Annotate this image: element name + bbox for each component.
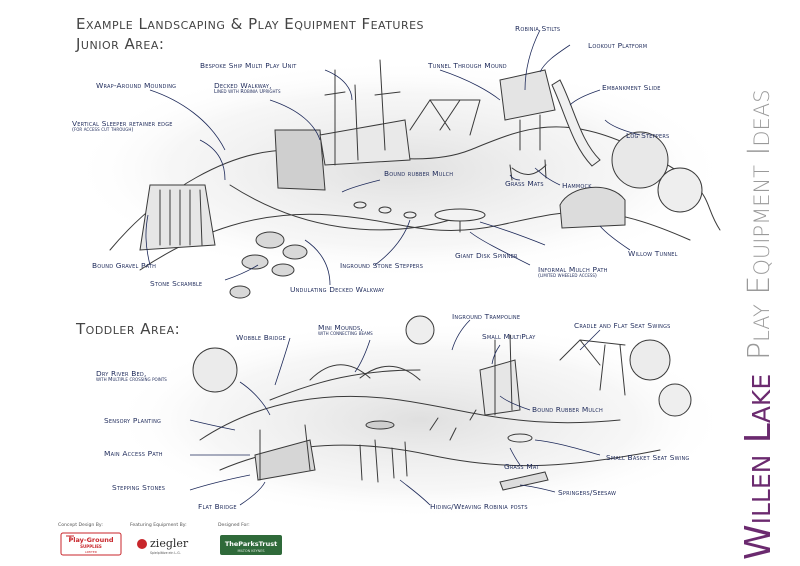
label-giant-disk-spinner: Giant Disk Spinner (455, 251, 518, 260)
label-stepping-stones: Stepping Stones (112, 483, 166, 492)
label-vertical-sleeper: Vertical Sleeper retainer edge (for acce… (72, 119, 173, 134)
label-small-basket-swing: Small Basket Seat Swing (606, 453, 690, 462)
label-hammock: Hammock (562, 181, 592, 190)
label-grass-mats: Grass Mats (505, 179, 544, 188)
label-grass-mat: Grass Mat (504, 462, 540, 471)
playground-logo-line3: LIMITED (85, 550, 98, 554)
playground-logo-line1: Play-Ground (68, 536, 113, 544)
label-inground-stone-steppers: Inground Stone Steppers (340, 261, 424, 270)
label-informal-mulch-path-note: (limited wheeled access) (538, 273, 597, 280)
parks-trust-logo: TheParksTrust MILTON KEYNES (220, 535, 282, 555)
ziegler-logo: ziegler Spielplätze ein L.G. (134, 534, 198, 556)
label-embankment-slide: Embankment Slide (602, 83, 661, 92)
label-mini-mounds-text: Mini Mounds, (318, 323, 363, 332)
parks-trust-logo-sub: MILTON KEYNES (238, 549, 265, 553)
playground-logo-line2: SUPPLIES (80, 544, 102, 549)
label-sensory-planting: Sensory Planting (104, 416, 162, 425)
label-small-multiplay: Small MultiPlay (482, 332, 536, 341)
label-vertical-sleeper-note: (for access cut through) (72, 127, 134, 134)
label-stone-scramble: Stone Scramble (150, 279, 203, 288)
label-bound-gravel-path: Bound Gravel Path (92, 261, 157, 270)
label-dry-river-bed: Dry River Bed, with Multiple crossing po… (96, 369, 167, 384)
label-willow-tunnel: Willow Tunnel (628, 249, 678, 258)
label-main-access-path: Main Access Path (104, 449, 163, 458)
ziegler-logo-sub: Spielplätze ein L.G. (150, 551, 181, 555)
playground-supplies-logo: Play-Ground SUPPLIES LIMITED (60, 532, 122, 556)
label-decked-walkway-note: Lined with Robinia Uprights (214, 89, 281, 96)
label-decked-walkway-text: Decked Walkway, (214, 81, 272, 90)
label-dry-river-bed-text: Dry River Bed, (96, 369, 147, 378)
parks-trust-logo-text: TheParksTrust (225, 540, 277, 548)
label-tunnel-through-mound: Tunnel Through Mound (428, 61, 507, 70)
label-flat-bridge: Flat Bridge (198, 502, 237, 511)
label-wrap-around-mounding: Wrap-Around Mounding (96, 81, 177, 90)
label-mini-mounds: Mini Mounds, with connecting beams (318, 323, 373, 338)
junior-area-heading: Junior Area: (76, 35, 165, 53)
label-robinia-stilts: Robinia Stilts (515, 24, 561, 33)
label-log-steppers: Log Steppers (626, 131, 670, 140)
label-springers-seesaw: Springers/Seesaw (558, 488, 617, 497)
label-informal-mulch-path: Informal Mulch Path (limited wheeled acc… (538, 265, 608, 280)
label-informal-mulch-path-text: Informal Mulch Path (538, 265, 608, 274)
ziegler-logo-text: ziegler (150, 537, 189, 550)
label-bespoke-ship: Bespoke Ship Multi Play Unit (200, 61, 297, 70)
label-lookout-platform: Lookout Platform (588, 41, 648, 50)
label-decked-walkway: Decked Walkway, Lined with Robinia Uprig… (214, 81, 281, 96)
label-wobble-bridge: Wobble Bridge (236, 333, 286, 342)
label-vertical-sleeper-text: Vertical Sleeper retainer edge (72, 119, 173, 128)
toddler-area-heading: Toddler Area: (76, 320, 181, 338)
label-undulating-decked-walkway: Undulating Decked Walkway (290, 285, 385, 294)
footer-designed-for: Designed For: (218, 523, 250, 528)
label-bound-rubber-mulch-junior: Bound rubber Mulch (384, 169, 454, 178)
ziegler-logo-graphic: ziegler Spielplätze ein L.G. (137, 537, 189, 555)
side-location-title: Willen Lake (738, 373, 779, 560)
playground-logo-graphic: Play-Ground SUPPLIES LIMITED (60, 532, 122, 556)
label-mini-mounds-note: with connecting beams (318, 331, 373, 338)
footer-concept-design-by: Concept Design By: (58, 523, 103, 528)
label-dry-river-bed-note: with Multiple crossing points (96, 377, 167, 384)
label-cradle-swings: Cradle and Flat Seat Swings (574, 321, 671, 330)
label-inground-trampoline: Inground Trampoline (452, 312, 521, 321)
footer-featuring-equipment-by: Featuring Equipment By: (130, 523, 187, 528)
parks-trust-logo-graphic: TheParksTrust MILTON KEYNES (220, 535, 282, 555)
label-hiding-posts: Hiding/Weaving Robinia posts (430, 502, 528, 511)
label-bound-rubber-mulch-toddler: Bound Rubber Mulch (532, 405, 603, 414)
page-title: Example Landscaping & Play Equipment Fea… (76, 15, 425, 33)
side-subtitle: Play Equipment Ideas (742, 89, 777, 360)
